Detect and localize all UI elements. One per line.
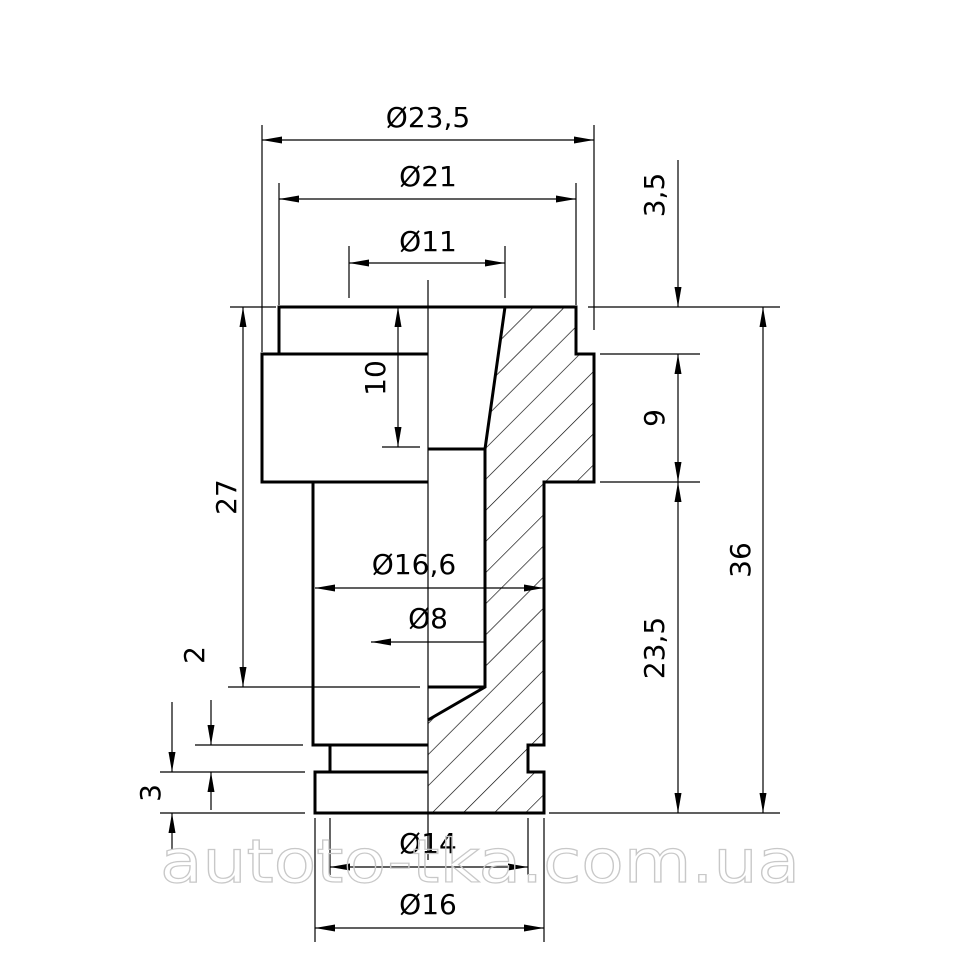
dim-groove-diameter: Ø14 <box>399 827 457 860</box>
dim-total-height: 36 <box>724 542 757 578</box>
dimension-lines <box>168 136 767 932</box>
dim-inner-diameter: Ø8 <box>408 602 448 635</box>
watermark: autoto-tka.com.ua <box>160 827 800 897</box>
dim-tip-diameter: Ø16 <box>399 888 457 921</box>
dim-outer-diameter: Ø23,5 <box>386 101 470 134</box>
section-hatch <box>428 307 594 813</box>
dim-body-diameter: Ø16,6 <box>372 548 456 581</box>
dim-bore-diameter: Ø11 <box>399 225 457 258</box>
dim-tip-height: 3 <box>134 784 167 802</box>
extension-lines <box>160 125 780 942</box>
dim-inner-depth: 27 <box>210 479 243 515</box>
dim-bore-depth: 10 <box>359 360 392 396</box>
dim-top-height: 3,5 <box>638 173 671 218</box>
dim-body-height: 23,5 <box>638 617 671 679</box>
dim-collar-height: 9 <box>638 409 671 427</box>
dim-groove-height: 2 <box>178 646 211 664</box>
dim-flange-diameter: Ø21 <box>399 160 457 193</box>
